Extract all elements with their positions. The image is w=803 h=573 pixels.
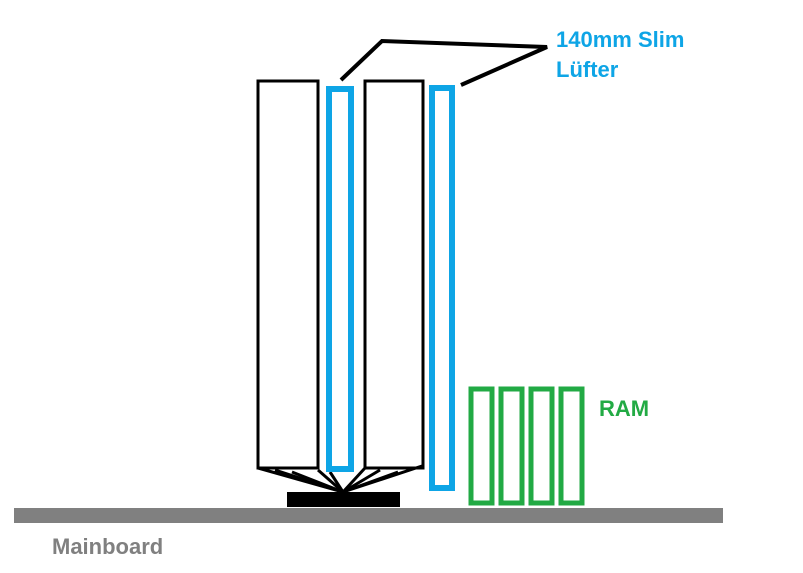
fan-label-line1: 140mm Slim [556, 27, 684, 52]
heatsink-right [363, 79, 425, 470]
ram-label: RAM [599, 396, 649, 421]
slim-fan-2 [429, 85, 455, 491]
heatsink-left [256, 79, 320, 470]
ram-stick-1 [468, 386, 495, 506]
ram-stick-2 [498, 386, 525, 506]
fan-callout-line [339, 38, 548, 87]
cpu-base-block [287, 492, 400, 507]
heatpipes [257, 464, 423, 494]
fan-label-line2: Lüfter [556, 57, 619, 82]
mainboard-bar [14, 508, 723, 523]
slim-fan-1 [326, 86, 354, 472]
ram-stick-3 [528, 386, 555, 506]
ram-stick-4 [558, 386, 585, 506]
ram-modules [468, 386, 585, 506]
mainboard-label: Mainboard [52, 534, 163, 559]
